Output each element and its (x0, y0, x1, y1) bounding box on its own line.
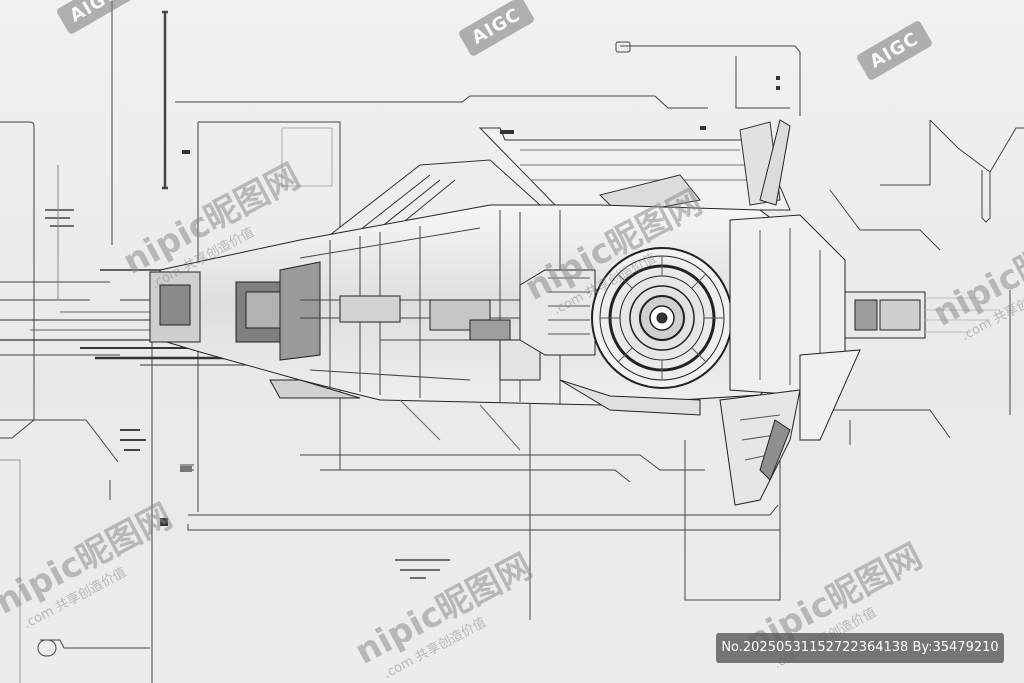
rear-thruster (729, 119, 1000, 396)
engine-ring (591, 247, 733, 389)
upper-wing (329, 121, 791, 241)
image-id-badge: No.20250531152722364138 By:35479210 (716, 633, 1004, 663)
detail-marks (160, 76, 780, 526)
lower-fin (269, 349, 861, 506)
